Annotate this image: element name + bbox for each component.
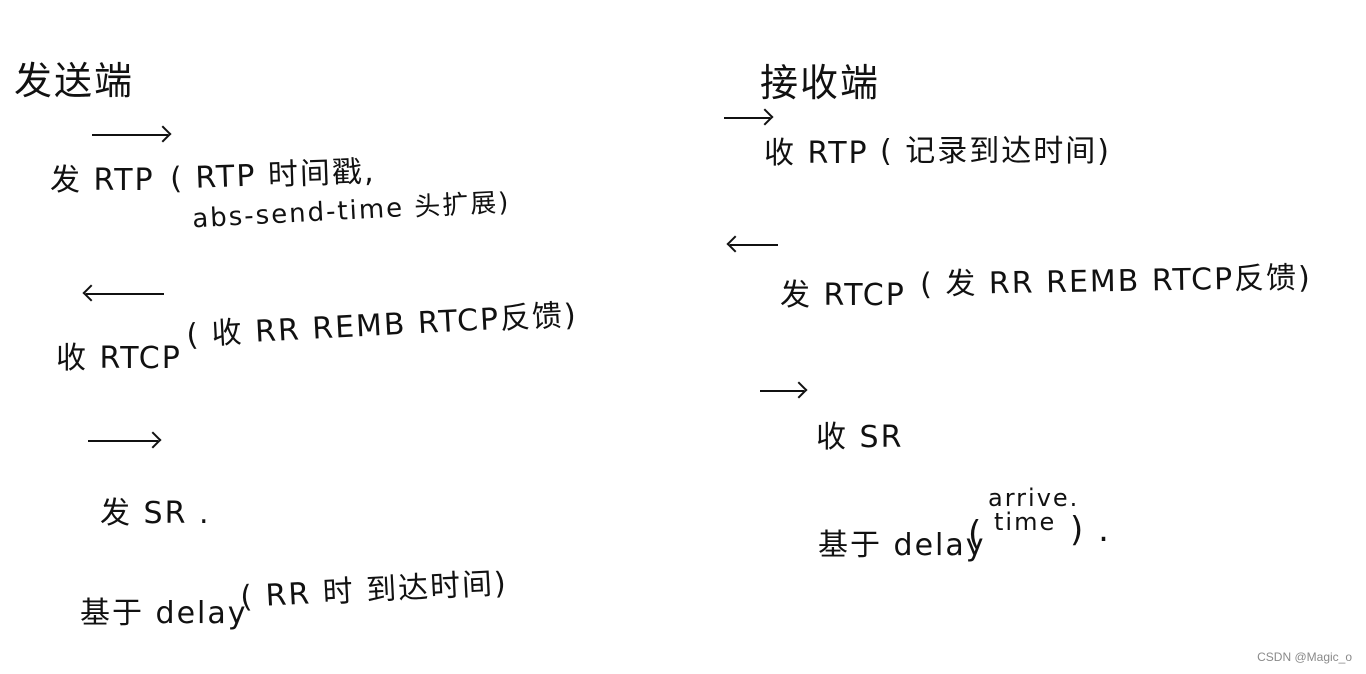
sender-delay-detail: ( RR 时 到达时间) xyxy=(239,566,509,615)
receiver-delay-paren-close: ) . xyxy=(1070,510,1111,550)
receiver-recv-sr-label: 收 SR xyxy=(816,420,904,455)
sender-title: 发送端 xyxy=(14,59,135,103)
receiver-send-rtcp-label: 发 RTCP xyxy=(780,278,906,313)
arrow-right-icon xyxy=(88,440,158,442)
arrow-left-icon xyxy=(730,244,778,246)
receiver-title: 接收端 xyxy=(760,61,881,105)
watermark: CSDN @Magic_o xyxy=(1257,650,1352,664)
sender-send-sr-label: 发 SR . xyxy=(100,496,211,531)
receiver-send-rtcp-detail: ( 发 RR REMB RTCP反馈) xyxy=(919,260,1313,303)
arrow-right-icon xyxy=(92,134,168,136)
receiver-delay-stack: arrive. time xyxy=(988,486,1079,534)
sender-send-rtp-label: 发 RTP xyxy=(50,163,155,198)
arrow-right-icon xyxy=(760,390,804,392)
receiver-delay-paren-open: ( xyxy=(968,514,984,554)
sender-recv-rtcp-label: 收 RTCP xyxy=(56,341,182,376)
receiver-delay-label: 基于 delay xyxy=(818,528,986,563)
receiver-recv-rtp-label: 收 RTP xyxy=(764,136,869,171)
receiver-delay-time: time xyxy=(994,508,1057,536)
arrow-right-icon xyxy=(724,117,770,119)
receiver-recv-rtp-detail: ( 记录到达时间) xyxy=(880,134,1111,169)
sender-delay-label: 基于 delay xyxy=(80,596,248,631)
arrow-left-icon xyxy=(86,293,164,295)
sender-recv-rtcp-detail: ( 收 RR REMB RTCP反馈) xyxy=(185,297,579,354)
receiver-delay-arrive: arrive. xyxy=(988,484,1080,512)
